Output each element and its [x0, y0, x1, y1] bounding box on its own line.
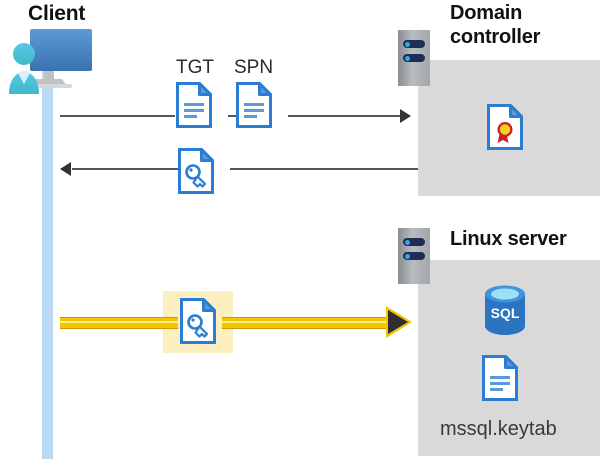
key-document-icon [178, 148, 214, 194]
sql-database-icon: SQL [485, 285, 525, 335]
arrowhead-right-icon [400, 109, 411, 123]
message-line-3-segment-b [222, 317, 394, 329]
client-title: Client [28, 2, 86, 25]
rack-slot-icon [403, 238, 425, 246]
client-lifeline [42, 66, 53, 459]
message-line-2-segment-a [72, 168, 178, 170]
spn-label: SPN [234, 57, 274, 78]
message-line-1-segment-a [60, 115, 175, 117]
key-document-icon [180, 298, 216, 344]
domain-controller-title-line2: controller [450, 25, 541, 48]
arrowhead-right-icon [388, 310, 408, 334]
server-rack-icon [398, 228, 430, 284]
rack-slot-icon [403, 54, 425, 62]
sql-label: SQL [491, 305, 520, 321]
rack-slot-icon [403, 252, 425, 260]
tgt-label: TGT [176, 57, 214, 78]
message-line-1-segment-c [288, 115, 400, 117]
message-line-2-segment-b [230, 168, 418, 170]
certificate-document-icon [487, 104, 523, 150]
text-document-icon [236, 82, 272, 128]
linux-server-title: Linux server [450, 228, 567, 250]
message-line-1-segment-b [228, 115, 236, 117]
text-document-icon [176, 82, 212, 128]
message-line-3-segment-a [60, 317, 178, 329]
keytab-document-icon [482, 355, 518, 401]
domain-controller-title: Domain controller [450, 2, 580, 49]
rack-slot-icon [403, 40, 425, 48]
domain-controller-title-line1: Domain [450, 2, 523, 24]
keytab-filename-label: mssql.keytab [440, 418, 557, 440]
server-rack-icon [398, 30, 430, 86]
client-workstation-icon [9, 29, 92, 94]
arrowhead-left-icon [60, 162, 71, 176]
